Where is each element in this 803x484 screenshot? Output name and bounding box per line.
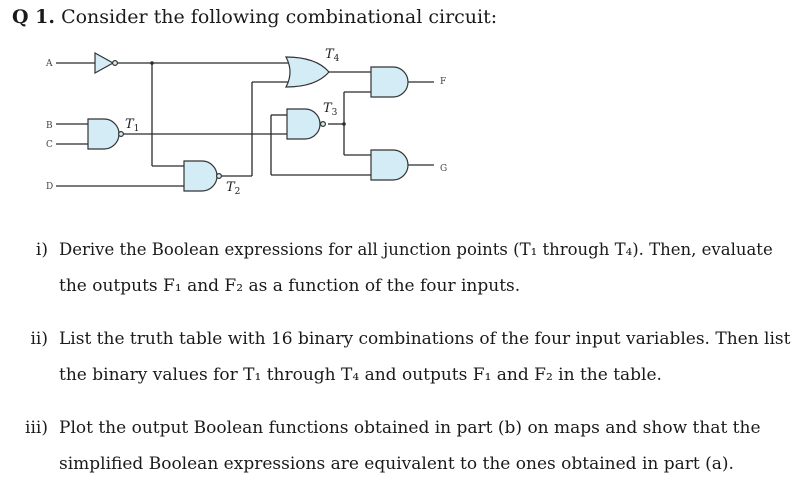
and-gate-f bbox=[370, 66, 409, 98]
junction-label-t4: T4 bbox=[325, 47, 340, 64]
item-text: List the truth table with 16 binary comb… bbox=[59, 321, 791, 393]
junction-label-t3: T3 bbox=[323, 101, 338, 118]
junction-dots bbox=[150, 61, 346, 126]
item-line-2: the binary values for T₁ through T₄ and … bbox=[59, 365, 662, 385]
junction-label-t1: T1 bbox=[125, 117, 139, 134]
circuit-diagram: A B C D F G bbox=[45, 47, 447, 197]
question-text: Consider the following combinational cir… bbox=[61, 6, 498, 28]
item-line-1: List the truth table with 16 binary comb… bbox=[59, 329, 791, 349]
nand-gate-t2 bbox=[183, 160, 223, 192]
input-label-d: D bbox=[46, 182, 53, 192]
wires bbox=[56, 62, 434, 187]
item-line-2: the outputs F₁ and F₂ as a function of t… bbox=[59, 276, 521, 296]
input-label-a: A bbox=[45, 59, 53, 69]
or-gate-t4 bbox=[285, 56, 330, 88]
input-label-c: C bbox=[46, 140, 53, 150]
and-gate-g bbox=[370, 149, 409, 181]
output-label-g: G bbox=[440, 164, 447, 174]
not-gate bbox=[94, 51, 118, 75]
input-label-b: B bbox=[46, 121, 53, 131]
question-number: Q 1. bbox=[12, 6, 56, 28]
question-heading: Q 1. Consider the following combinationa… bbox=[12, 6, 497, 28]
item-number: ii) bbox=[30, 329, 48, 349]
item-text: Derive the Boolean expressions for all j… bbox=[59, 232, 773, 304]
junction-label-t2: T2 bbox=[226, 180, 240, 197]
item-line-2: simplified Boolean expressions are equiv… bbox=[59, 454, 734, 474]
item-line-1: Derive the Boolean expressions for all j… bbox=[59, 240, 773, 259]
item-number: i) bbox=[35, 240, 48, 260]
item-text: Plot the output Boolean functions obtain… bbox=[59, 410, 761, 482]
nand-gate-t1 bbox=[87, 118, 124, 150]
output-label-f: F bbox=[440, 77, 446, 87]
item-number: iii) bbox=[25, 418, 48, 438]
item-line-1: Plot the output Boolean functions obtain… bbox=[59, 418, 761, 438]
nand-gate-t3 bbox=[286, 108, 327, 140]
